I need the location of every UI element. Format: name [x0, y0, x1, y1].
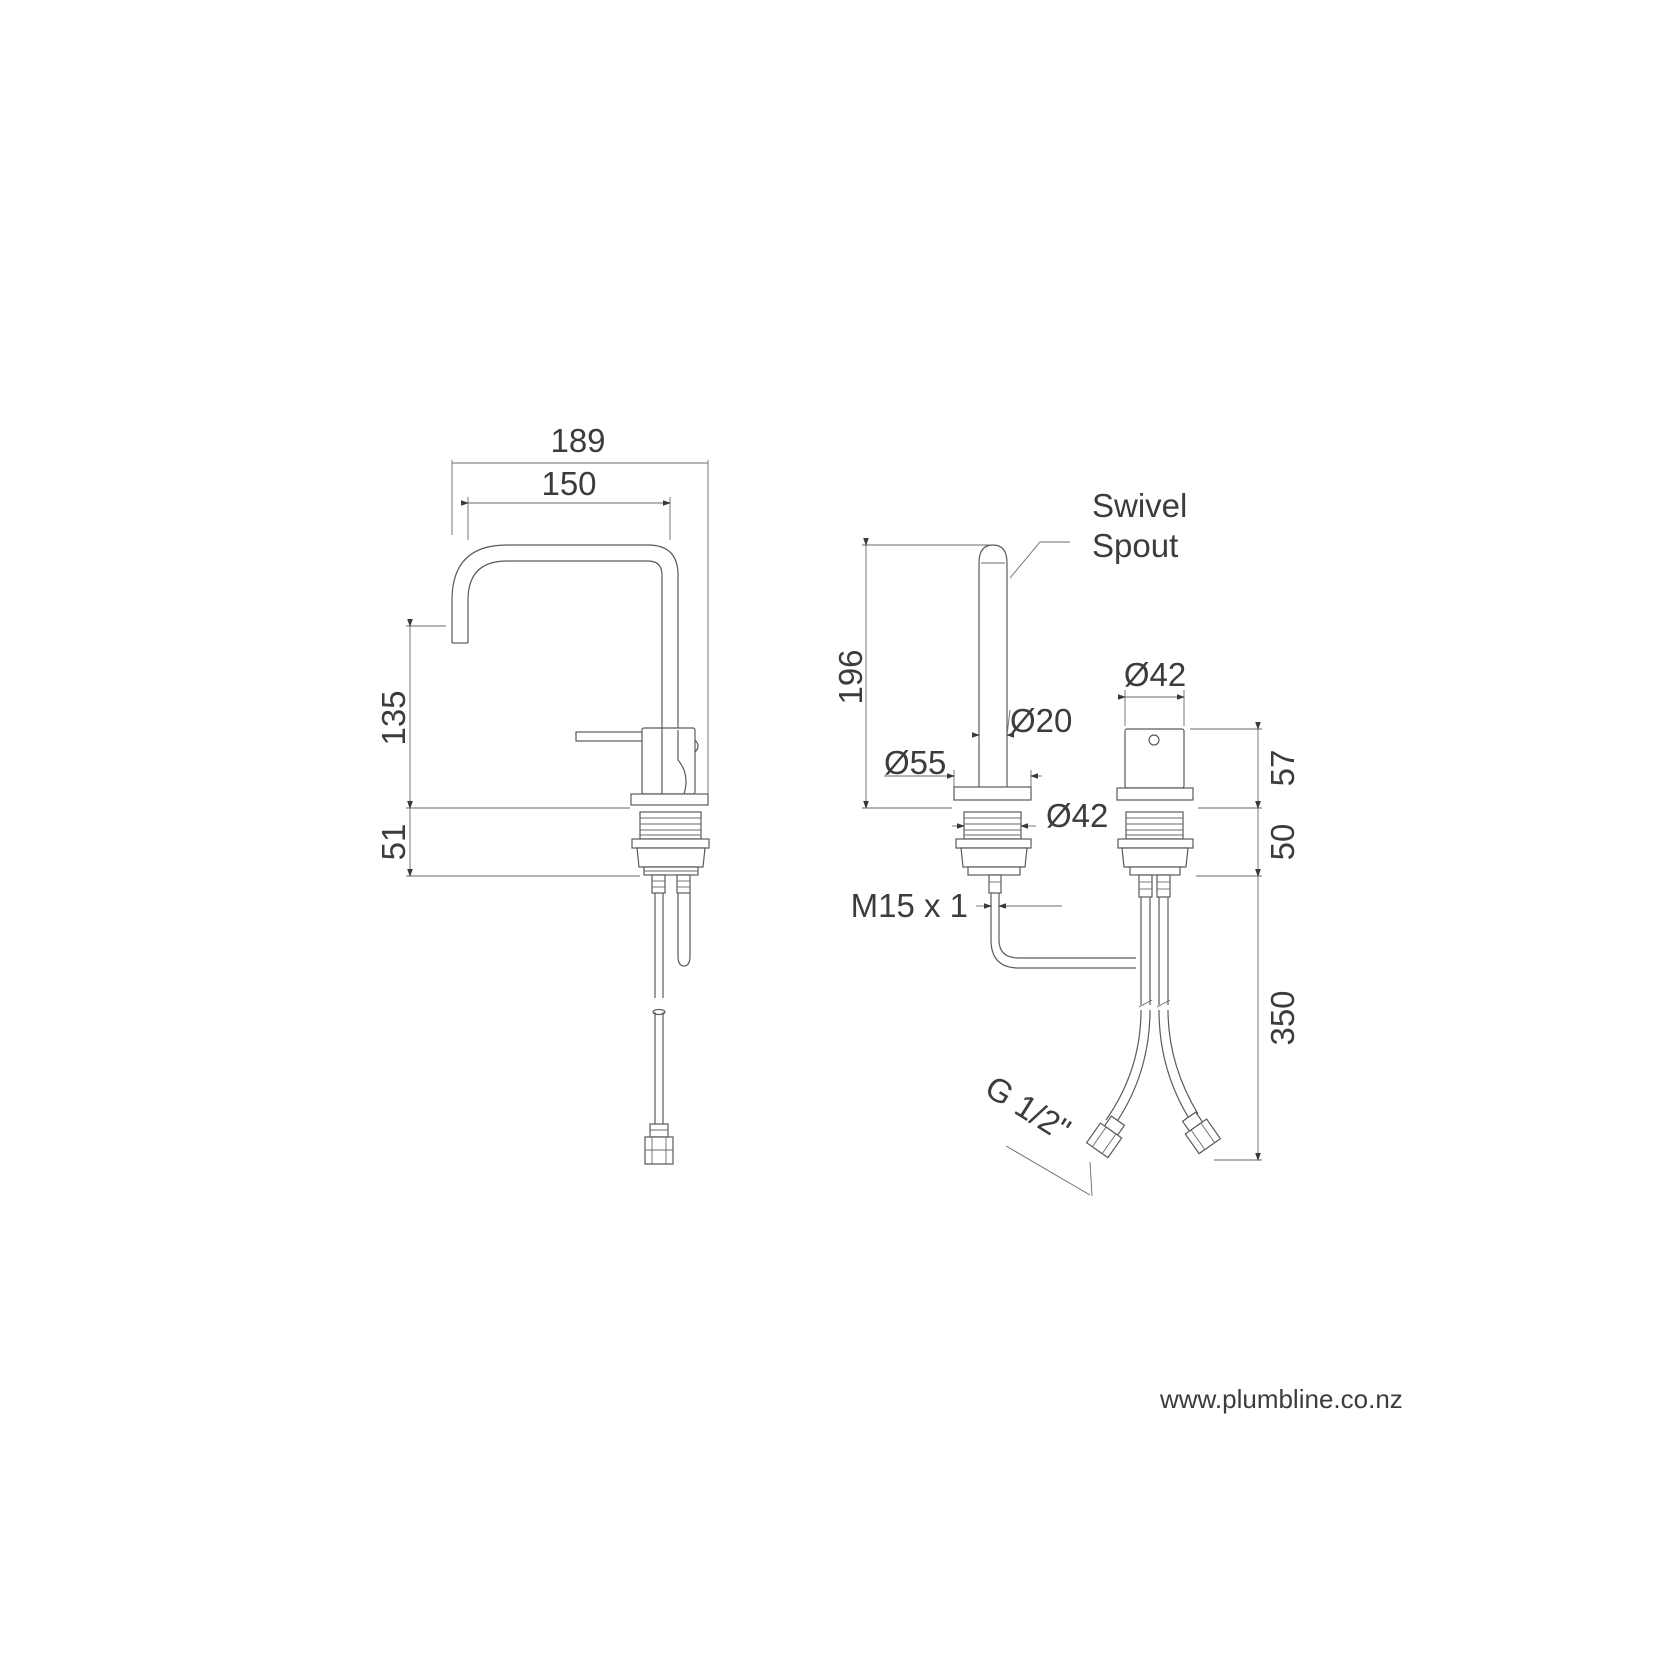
- dim-57: [1190, 722, 1262, 809]
- swivel-label-line2: Spout: [1092, 527, 1178, 564]
- dim-d42-spout-label: Ø42: [1046, 797, 1108, 834]
- dim-d55-label: Ø55: [884, 744, 946, 781]
- connector-right: [1181, 1111, 1222, 1155]
- right-view: Swivel Spout 196 Ø20 Ø55: [832, 487, 1301, 1197]
- dim-d55: [884, 770, 1042, 787]
- dim-m15-label: M15 x 1: [851, 887, 968, 924]
- right-connecting-pipe: [990, 893, 1136, 969]
- right-hoses: [1085, 874, 1222, 1159]
- dim-d20-label: Ø20: [1010, 702, 1072, 739]
- dim-189-label: 189: [550, 422, 605, 459]
- dim-189: [451, 460, 709, 794]
- dim-51: [406, 801, 640, 877]
- dim-51-label: 51: [375, 824, 412, 861]
- left-mixer-body: [575, 727, 699, 795]
- dim-350: [1214, 869, 1262, 1161]
- right-spout-base: [953, 786, 1032, 894]
- dim-d20: [972, 709, 1014, 738]
- dim-g12-label: G 1/2": [979, 1068, 1077, 1148]
- dim-196: [862, 538, 990, 809]
- left-view: 189 150 135 51: [375, 422, 710, 1165]
- dim-196-label: 196: [832, 649, 869, 704]
- dim-d42-handle-label: Ø42: [1124, 656, 1186, 693]
- website-url: www.plumbline.co.nz: [1160, 1384, 1403, 1414]
- dim-150: [461, 497, 671, 540]
- swivel-label-line1: Swivel: [1092, 487, 1187, 524]
- dim-150-label: 150: [541, 465, 596, 502]
- dim-350-label: 350: [1264, 990, 1301, 1045]
- dim-135: [406, 619, 630, 809]
- left-spout: [451, 544, 679, 730]
- dim-d42-handle: [1118, 690, 1185, 726]
- right-handle-body: [1116, 728, 1194, 876]
- connector-left: [1085, 1115, 1126, 1159]
- left-hoses: [644, 874, 691, 1165]
- dim-g12: [1005, 1145, 1093, 1197]
- left-base: [630, 793, 710, 876]
- dim-50-label: 50: [1264, 824, 1301, 861]
- dim-50: [1196, 801, 1262, 877]
- swivel-spout-leader: [1009, 541, 1070, 579]
- dim-135-label: 135: [375, 690, 412, 745]
- right-spout: [978, 544, 1008, 787]
- dim-57-label: 57: [1264, 750, 1301, 787]
